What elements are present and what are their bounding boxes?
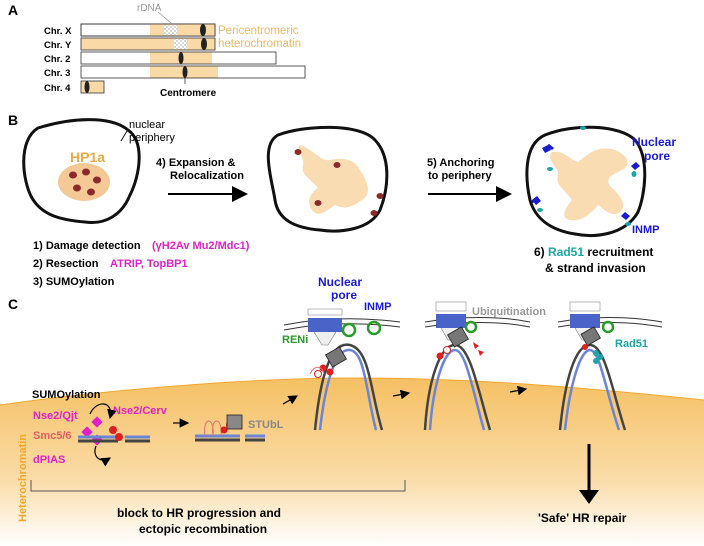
pericentromeric-label-1: Pericentromeric — [218, 25, 299, 37]
pore-label-c-1: Nuclear — [318, 275, 362, 289]
step2-factors: ATRIP, TopBP1 — [110, 258, 188, 270]
smc-complex-3 — [580, 326, 603, 364]
rad51-label-c: Rad51 — [615, 338, 648, 350]
chr-y — [80, 37, 216, 51]
heterochromatin-edge — [0, 377, 704, 406]
pore-label-b-2: pore — [644, 149, 670, 163]
step5-label-1: 5) Anchoring — [427, 157, 494, 169]
nuclear-pore-icons — [531, 143, 640, 220]
smc56-label: Smc5/6 — [33, 430, 72, 442]
nuclear-pore-1 — [307, 308, 343, 346]
step5-label-2: to periphery — [428, 170, 492, 182]
panel-b-label: B — [8, 112, 18, 128]
inmp-label-c: INMP — [364, 301, 392, 313]
nse2-qjt-label: Nse2/Qjt — [33, 410, 78, 422]
nse2-cerv-label: Nse2/Cerv — [113, 405, 168, 417]
rad51-dots — [537, 126, 637, 226]
inmp-rings — [341, 320, 615, 338]
pore-label-b-1: Nuclear — [632, 135, 676, 149]
stage-arrow-3 — [509, 385, 528, 396]
block-label-1: block to HR progression and — [117, 506, 281, 520]
ubiquitination-label: Ubiquitination — [472, 306, 546, 318]
periphery-label-2: periphery — [129, 132, 175, 144]
dna-loop-3 — [558, 343, 627, 431]
periphery-pointer — [120, 130, 128, 142]
pericentromeric-label-2: heterochromatin — [218, 38, 301, 50]
centromere-label: Centromere — [160, 88, 217, 99]
stubl-label: STUbL — [248, 419, 284, 431]
nucleus-2 — [266, 125, 389, 233]
stage-arrow-2 — [392, 389, 411, 400]
periphery-label-1: nuclear — [129, 119, 165, 131]
hp1a-domain — [58, 163, 110, 201]
chr-4-label: Chr. 4 — [44, 83, 71, 94]
chr-y-label: Chr. Y — [44, 40, 72, 51]
smc-complex-2 — [436, 326, 484, 360]
chr-2-label: Chr. 2 — [44, 54, 70, 65]
step6-label: 6) Rad51 recruitment — [534, 245, 653, 259]
rdna-pointer — [157, 11, 172, 24]
heterochromatin-label: Heterochromatin — [17, 434, 29, 522]
nucleus-1: HP1a — [22, 118, 141, 225]
pore-label-c-2: pore — [331, 288, 357, 302]
chr-3-label: Chr. 3 — [44, 68, 70, 79]
reni-label: RENi — [282, 334, 308, 346]
chr-4 — [80, 80, 105, 94]
dna-loop-1 — [313, 343, 384, 431]
stage-arrow-1 — [282, 395, 299, 405]
step1-label: 1) Damage detection — [33, 240, 141, 252]
safe-repair-arrow-head — [579, 490, 599, 504]
nucleus-3 — [525, 125, 647, 237]
chr-x — [80, 23, 216, 37]
panel-c: C Heterochromatin — [0, 275, 704, 546]
panel-a-label: A — [8, 2, 18, 18]
chr-3 — [80, 65, 306, 84]
rdna-label: rDNA — [137, 3, 162, 14]
panel-a: A rDNA Chr. X Chr. Y Chr. 2 Chr. 3 Chr. … — [8, 2, 306, 99]
degradation-fragments — [473, 342, 484, 356]
heterochromatin-domain — [0, 378, 704, 546]
panel-b: B HP1a nuclear periphery 4) Expansion & … — [8, 112, 676, 288]
safe-repair-label: 'Safe' HR repair — [538, 511, 627, 525]
stubl-cartoon — [195, 414, 265, 442]
block-label-2: ectopic recombination — [139, 522, 267, 536]
panel-c-label: C — [8, 296, 18, 312]
chr-x-label: Chr. X — [44, 26, 72, 37]
smc-complex-1 — [309, 346, 347, 378]
step2-label: 2) Resection — [33, 258, 99, 270]
block-bracket — [30, 480, 406, 492]
step4-label-1: 4) Expansion & — [156, 157, 236, 169]
chr-2 — [80, 51, 277, 65]
step4-label-2: Relocalization — [170, 170, 244, 182]
inmp-label-b: INMP — [632, 224, 660, 236]
sumoylation-label: SUMOylation — [32, 389, 101, 401]
dpias-label: dPIAS — [33, 454, 65, 466]
hp1a-label: HP1a — [70, 149, 105, 165]
step6-label-2: & strand invasion — [545, 261, 646, 275]
step1-factors: (γH2Av Mu2/Mdc1) — [152, 240, 250, 252]
step3-label: 3) SUMOylation — [33, 276, 115, 288]
